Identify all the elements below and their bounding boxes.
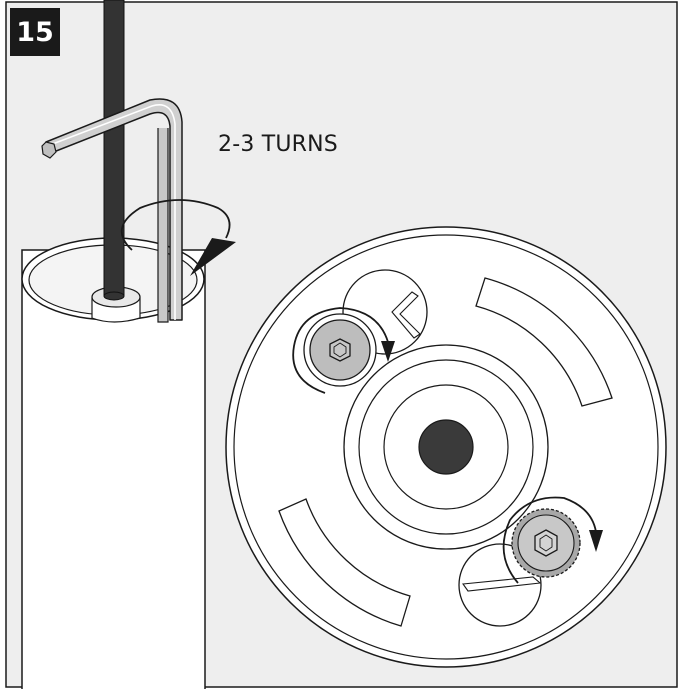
turns-annotation: 2-3 TURNS xyxy=(218,132,338,157)
serrated-washer-bolt-icon xyxy=(511,508,581,578)
allen-key-icon xyxy=(41,98,183,323)
hex-socket-bolt-icon xyxy=(303,313,377,387)
bolt-rotate-arrow-icon xyxy=(292,307,395,394)
base-plate-detail xyxy=(225,226,667,668)
washer-rotate-arrow-icon xyxy=(502,496,603,584)
step-number-badge: 15 xyxy=(10,8,60,56)
center-hole xyxy=(418,419,474,475)
threaded-rod xyxy=(103,0,125,301)
rotate-clockwise-arrow-icon xyxy=(120,199,236,276)
